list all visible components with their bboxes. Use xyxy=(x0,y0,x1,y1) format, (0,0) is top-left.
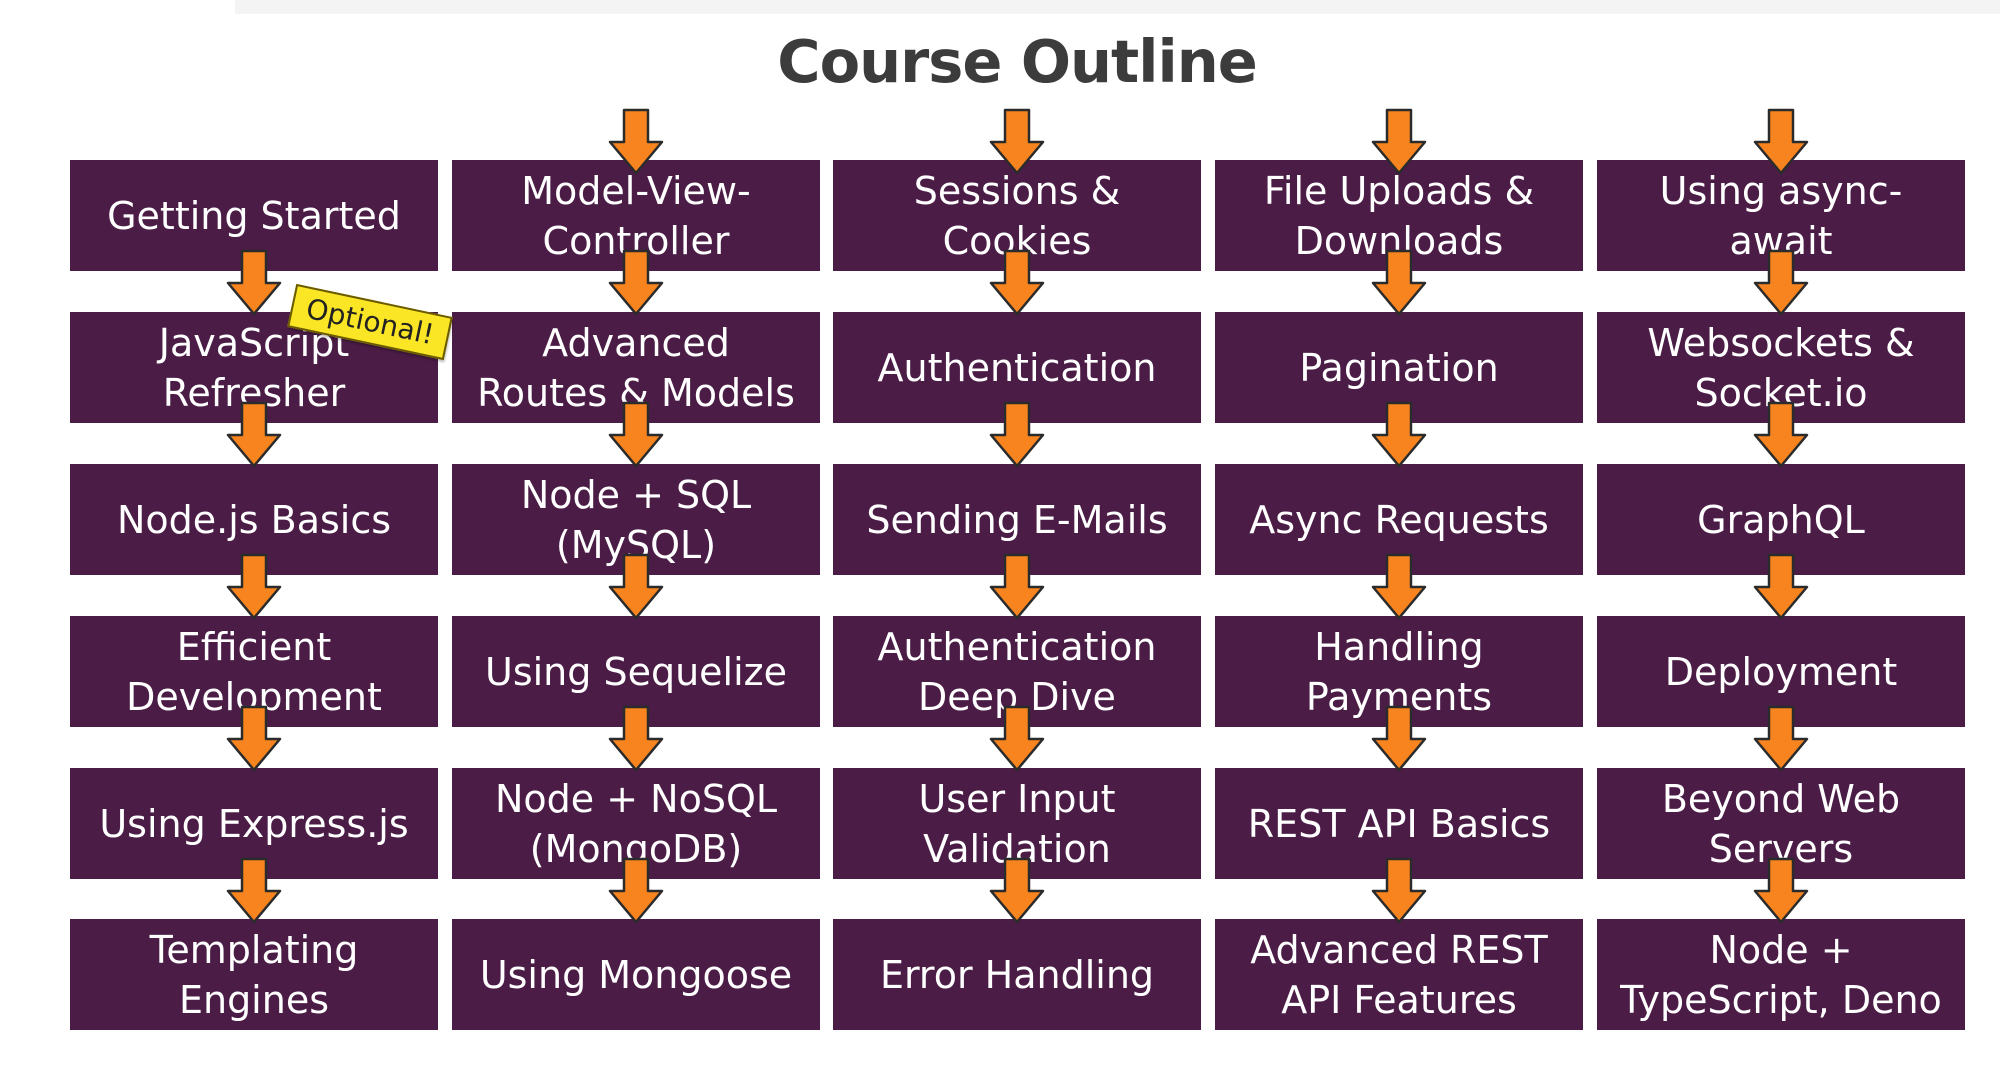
module-box: GraphQL xyxy=(1597,464,1965,575)
arrow-down-icon xyxy=(226,553,282,620)
page-title: Course Outline xyxy=(777,27,1257,96)
arrow-down-icon xyxy=(989,857,1045,924)
module-box: Error Handling xyxy=(833,919,1201,1030)
arrow-down-icon xyxy=(608,108,664,175)
arrow-down-icon xyxy=(989,401,1045,468)
arrow-down-icon xyxy=(1753,705,1809,772)
top-strip xyxy=(235,0,2000,14)
arrow-down-icon xyxy=(1753,108,1809,175)
arrow-down-icon xyxy=(1371,108,1427,175)
arrow-down-icon xyxy=(989,249,1045,316)
arrow-down-icon xyxy=(226,857,282,924)
module-box: Using Sequelize xyxy=(452,616,820,727)
arrow-down-icon xyxy=(1371,857,1427,924)
module-box: User Input Validation xyxy=(833,768,1201,879)
arrow-down-icon xyxy=(1371,401,1427,468)
arrow-down-icon xyxy=(1371,705,1427,772)
arrow-down-icon xyxy=(1753,249,1809,316)
module-box: Templating Engines xyxy=(70,919,438,1030)
arrow-down-icon xyxy=(1753,857,1809,924)
arrow-down-icon xyxy=(989,553,1045,620)
module-box: Authentication Deep Dive xyxy=(833,616,1201,727)
module-box: Model-View- Controller xyxy=(452,160,820,271)
module-box: Node.js Basics xyxy=(70,464,438,575)
arrow-down-icon xyxy=(608,249,664,316)
arrow-down-icon xyxy=(1371,553,1427,620)
arrow-down-icon xyxy=(1753,553,1809,620)
module-box: Node + TypeScript, Deno xyxy=(1597,919,1965,1030)
arrow-down-icon xyxy=(989,705,1045,772)
module-box: Advanced REST API Features xyxy=(1215,919,1583,1030)
arrow-down-icon xyxy=(1371,249,1427,316)
arrow-down-icon xyxy=(226,401,282,468)
module-box: Node + NoSQL (MongoDB) xyxy=(452,768,820,879)
module-box: Using Mongoose xyxy=(452,919,820,1030)
arrow-down-icon xyxy=(608,857,664,924)
arrow-down-icon xyxy=(989,108,1045,175)
arrow-down-icon xyxy=(608,705,664,772)
arrow-down-icon xyxy=(608,401,664,468)
arrow-down-icon xyxy=(226,705,282,772)
arrow-down-icon xyxy=(1753,401,1809,468)
arrow-down-icon xyxy=(608,553,664,620)
arrow-down-icon xyxy=(226,249,282,316)
